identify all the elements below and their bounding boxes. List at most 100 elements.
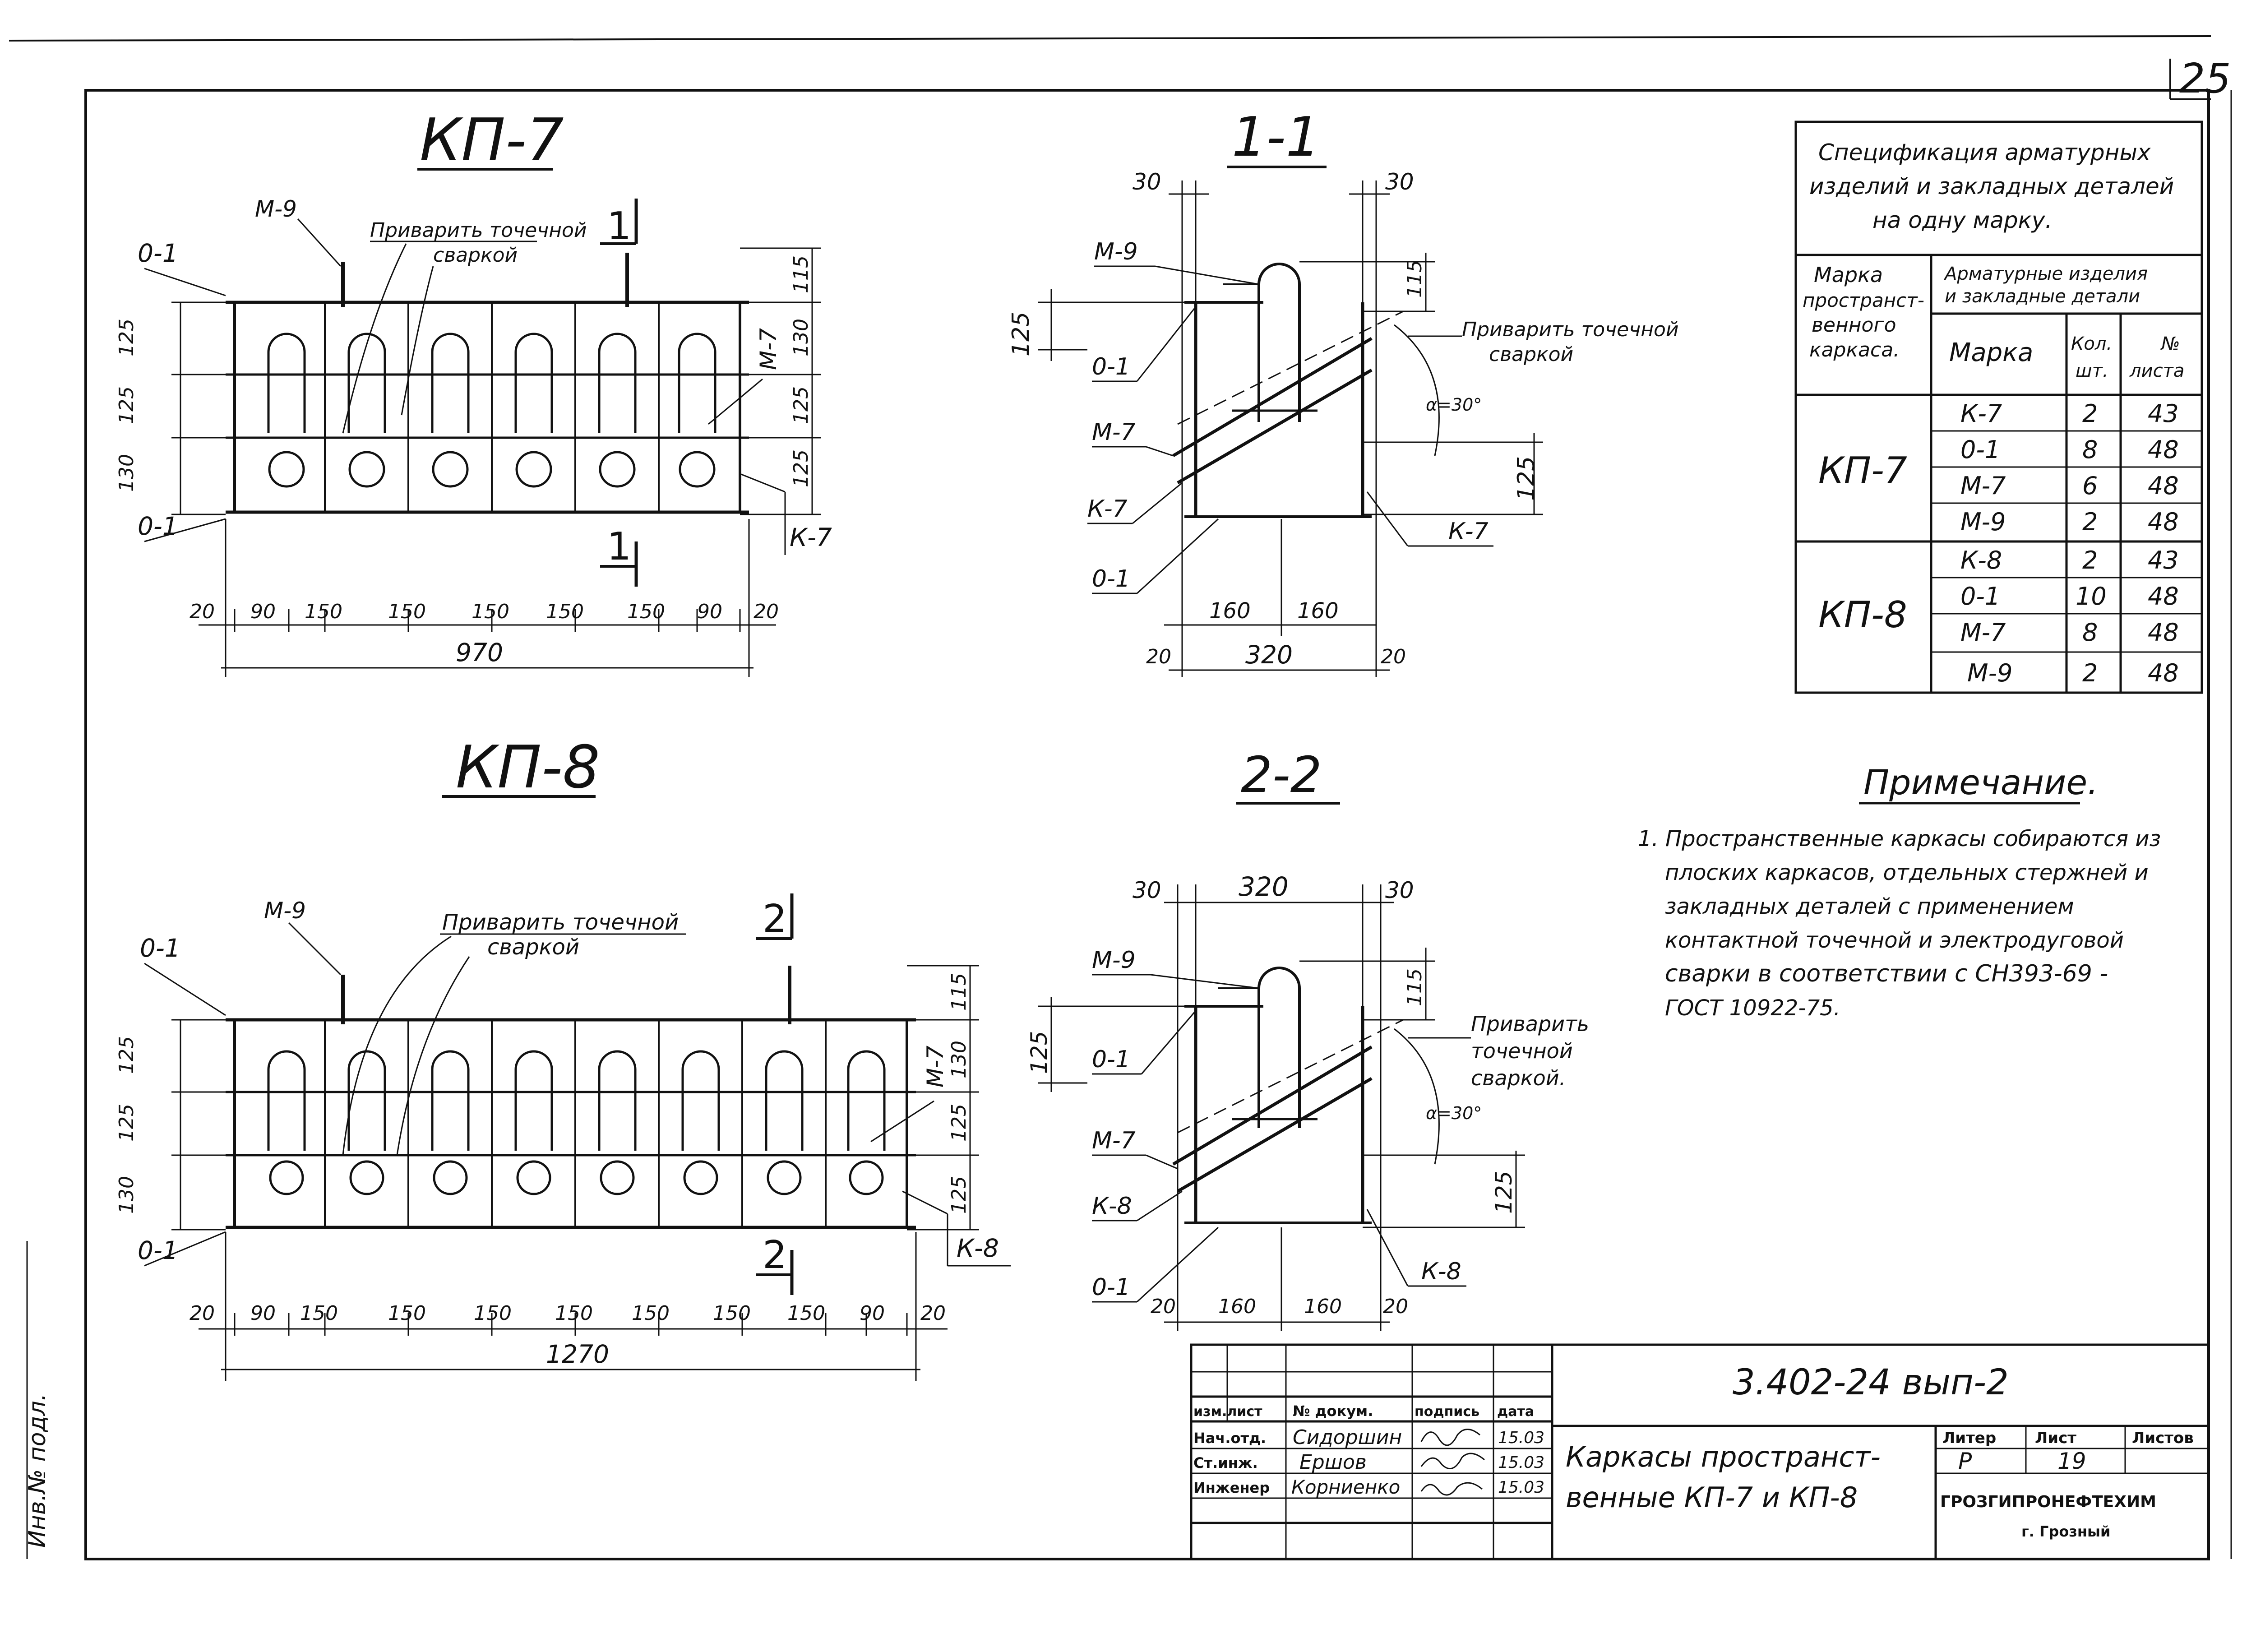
s11-dim-160a: 160 — [1209, 598, 1251, 624]
s11-dim-top-left: 30 — [1133, 169, 1161, 195]
s22-dimension-lines — [1038, 884, 1525, 1331]
s11-weld-line2: сваркой — [1489, 343, 1573, 366]
tb-litera: Р — [1958, 1448, 1972, 1474]
s11-angle: α=30° — [1426, 395, 1482, 415]
spec-row-qty: 2 — [2082, 546, 2098, 574]
note-line: ГОСТ 10922-75. — [1665, 995, 1840, 1021]
spec-col-mark-line3: венного — [1812, 314, 1896, 337]
tb-date: 15.03 — [1498, 1478, 1544, 1497]
kp7-section-mark-top: 1 — [607, 204, 631, 249]
tb-signature — [1420, 1482, 1483, 1496]
inventory-label: Инв.№ подл. — [24, 1393, 51, 1548]
tb-hdr-sign: подпись — [1415, 1404, 1479, 1420]
kp8-label-m7: М-7 — [922, 1046, 948, 1087]
tb-city: г. Грозный — [2021, 1523, 2110, 1540]
tb-hdr-litera: Литер — [1942, 1429, 1996, 1447]
kp7-dimension-lines — [171, 247, 821, 677]
note-line: 1. Пространственные каркасы собираются и… — [1638, 826, 2161, 851]
spec-col-mark-line1: Марка — [1814, 263, 1883, 287]
kp8-bottom-dim-6: 150 — [555, 1302, 593, 1325]
kp7-label-o1-bottom: 0-1 — [138, 512, 178, 541]
spec-row-brand: М-7 — [1960, 618, 2006, 647]
kp8-bars — [341, 966, 791, 1024]
spec-row-qty: 2 — [2082, 508, 2098, 536]
tb-hdr-doc: № докум. — [1293, 1402, 1373, 1420]
s11-weld-line1: Приварить точечной — [1462, 318, 1678, 341]
kp8-bottom-dim-4: 150 — [388, 1302, 426, 1325]
note-line: плоских каркасов, отдельных стержней и — [1665, 860, 2149, 885]
section-2-2: 2-2 — [1026, 746, 1589, 1331]
spec-col-qty-line1: Кол. — [2071, 333, 2112, 354]
spec-row-sheet: 48 — [2148, 435, 2179, 464]
kp7-right-dim-1: 115 — [790, 255, 813, 293]
section-1-1: 1-1 — [1008, 106, 1678, 677]
s11-label-k7-right: К-7 — [1448, 518, 1489, 545]
spec-row-sheet: 43 — [2148, 399, 2179, 428]
spec-row-sheet: 48 — [2148, 508, 2179, 536]
s11-dim-115: 115 — [1403, 260, 1426, 298]
kp8-bottom-dim-1: 20 — [190, 1302, 215, 1325]
spec-group-mark-kp8: КП-8 — [1818, 594, 1907, 636]
note-block: Примечание. 1. Пространственные каркасы … — [1638, 762, 2161, 1021]
tb-hdr-list: Лист — [2035, 1429, 2076, 1447]
kp8-dividers — [324, 1020, 827, 1227]
kp7-left-dim-3: 130 — [115, 454, 138, 492]
kp7-right-dim-4: 125 — [790, 449, 813, 487]
tb-signature — [1420, 1453, 1485, 1469]
kp8-bottom-dim-10: 90 — [860, 1302, 885, 1325]
kp8-anchors — [267, 1050, 886, 1195]
spec-col-group-line1: Арматурные изделия — [1943, 264, 2148, 284]
kp8-dimension-lines — [171, 965, 979, 1381]
spec-col-group-line2: и закладные детали — [1945, 286, 2140, 307]
spec-row-brand: 0-1 — [1960, 582, 2000, 611]
s11-label-o1-top: 0-1 — [1092, 353, 1130, 380]
spec-row-sheet: 48 — [2148, 582, 2179, 611]
kp8-bottom-dim-5: 150 — [474, 1302, 512, 1325]
spec-col-sheet-line2: листа — [2129, 361, 2184, 381]
spec-title-line1: Спецификация арматурных — [1818, 139, 2151, 166]
note-line: закладных деталей с применением — [1665, 894, 2074, 919]
tb-role: Инженер — [1193, 1479, 1270, 1496]
tb-signature — [1420, 1429, 1480, 1446]
spec-title-line3: на одну марку. — [1872, 207, 2052, 233]
kp7-bottom-dim-6: 150 — [546, 600, 584, 623]
kp7-bottom-dim-2: 90 — [250, 600, 276, 623]
kp8-bottom-dim-7: 150 — [632, 1302, 670, 1325]
kp8-bottom-dim-9: 150 — [787, 1302, 825, 1325]
s11-label-o1-bottom: 0-1 — [1092, 565, 1130, 592]
kp8-right-dim-1: 115 — [948, 973, 971, 1011]
kp8-left-dim-1: 125 — [115, 1036, 138, 1074]
kp7-bottom-dim-1: 20 — [190, 600, 215, 623]
tb-hdr-listov: Листов — [2132, 1429, 2194, 1447]
drawing-frame — [9, 35, 2232, 1560]
s11-dim-320: 320 — [1245, 640, 1293, 669]
kp7-bottom-dim-9: 20 — [754, 600, 779, 623]
spec-row-qty: 10 — [2076, 582, 2107, 611]
kp8-bottom-dim-11: 20 — [920, 1302, 946, 1325]
kp8-bottom-dim-8: 150 — [713, 1302, 751, 1325]
tb-hdr-izm-list: изм.лист — [1193, 1404, 1262, 1420]
kp8-section-mark-top: 2 — [763, 897, 787, 941]
sheet-number: 25 — [2179, 55, 2231, 102]
s22-label-o1-top: 0-1 — [1092, 1046, 1130, 1073]
spec-row-brand: М-7 — [1960, 472, 2006, 500]
kp8-right-dim-2: 130 — [948, 1041, 971, 1078]
s22-dim-115: 115 — [1403, 968, 1426, 1006]
kp7-bottom-dim-3: 150 — [305, 600, 342, 623]
spec-title-line2: изделий и закладных деталей — [1809, 173, 2174, 199]
tb-org: ГРОЗГИПРОНЕФТЕХИМ — [1940, 1493, 2156, 1511]
kp7-left-dim-1: 125 — [115, 319, 138, 356]
tb-role: Ст.инж. — [1193, 1454, 1258, 1472]
kp8-weld-note-1: Приварить точечной — [442, 910, 679, 935]
tb-role: Нач.отд. — [1193, 1430, 1266, 1447]
kp7-dividers — [324, 302, 660, 512]
tb-date: 15.03 — [1498, 1453, 1544, 1472]
kp7-title: КП-7 — [420, 106, 564, 174]
kp8-label-k8: К-8 — [957, 1234, 999, 1263]
s22-weld-line1: Приварить — [1471, 1012, 1589, 1036]
drawing-kp8: КП-8 — [115, 733, 1011, 1381]
s11-dim-125-left: 125 — [1008, 312, 1035, 356]
s11-title: 1-1 — [1232, 106, 1320, 169]
kp7-section-mark-bottom: 1 — [607, 524, 631, 569]
kp7-label-o1-top: 0-1 — [138, 239, 178, 268]
